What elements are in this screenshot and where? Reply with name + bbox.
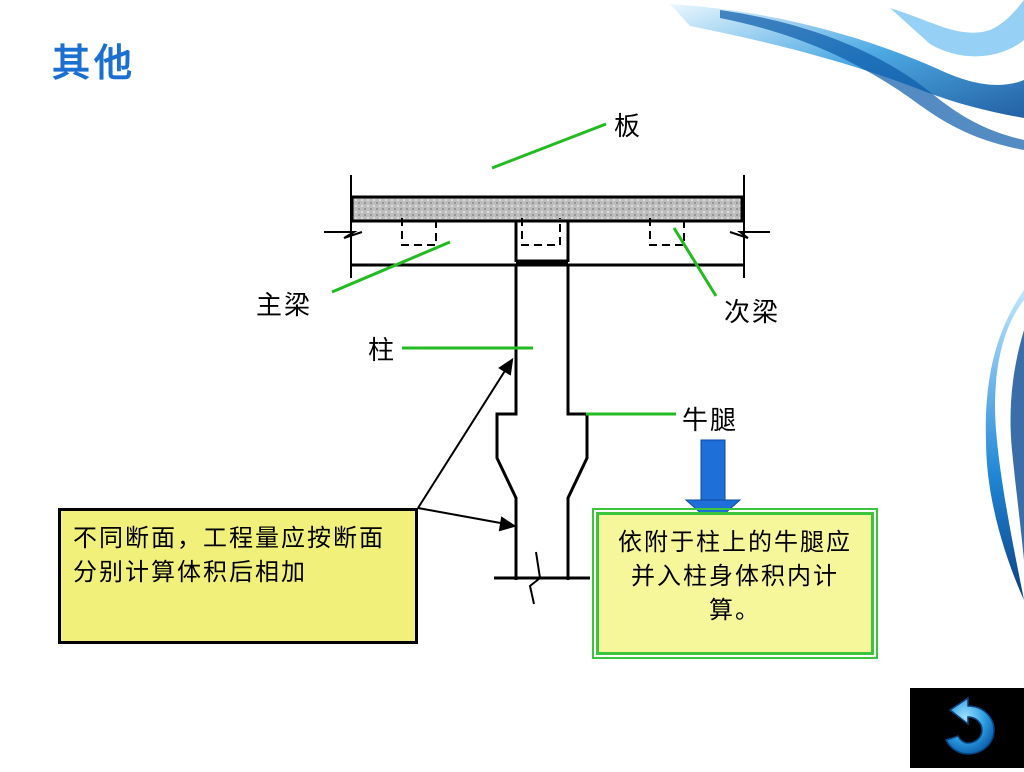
blue-swirl-decoration <box>670 0 1024 600</box>
label-corbel: 牛腿 <box>682 406 739 436</box>
label-secondary-beam: 次梁 <box>724 298 781 328</box>
secondary-beam-sections <box>401 218 685 246</box>
return-arrow-icon <box>944 696 995 755</box>
column <box>494 222 590 580</box>
slab <box>350 195 744 223</box>
note-corbel-volume: 依附于柱上的牛腿应并入柱身体积内计算。 <box>592 508 878 659</box>
label-main-beam: 主梁 <box>256 291 313 321</box>
page-title: 其他 <box>52 41 137 85</box>
back-button[interactable] <box>910 688 1024 768</box>
label-column: 柱 <box>368 336 397 366</box>
label-slab: 板 <box>614 112 643 142</box>
note-different-sections: 不同断面，工程量应按断面分别计算体积后相加 <box>58 508 418 644</box>
